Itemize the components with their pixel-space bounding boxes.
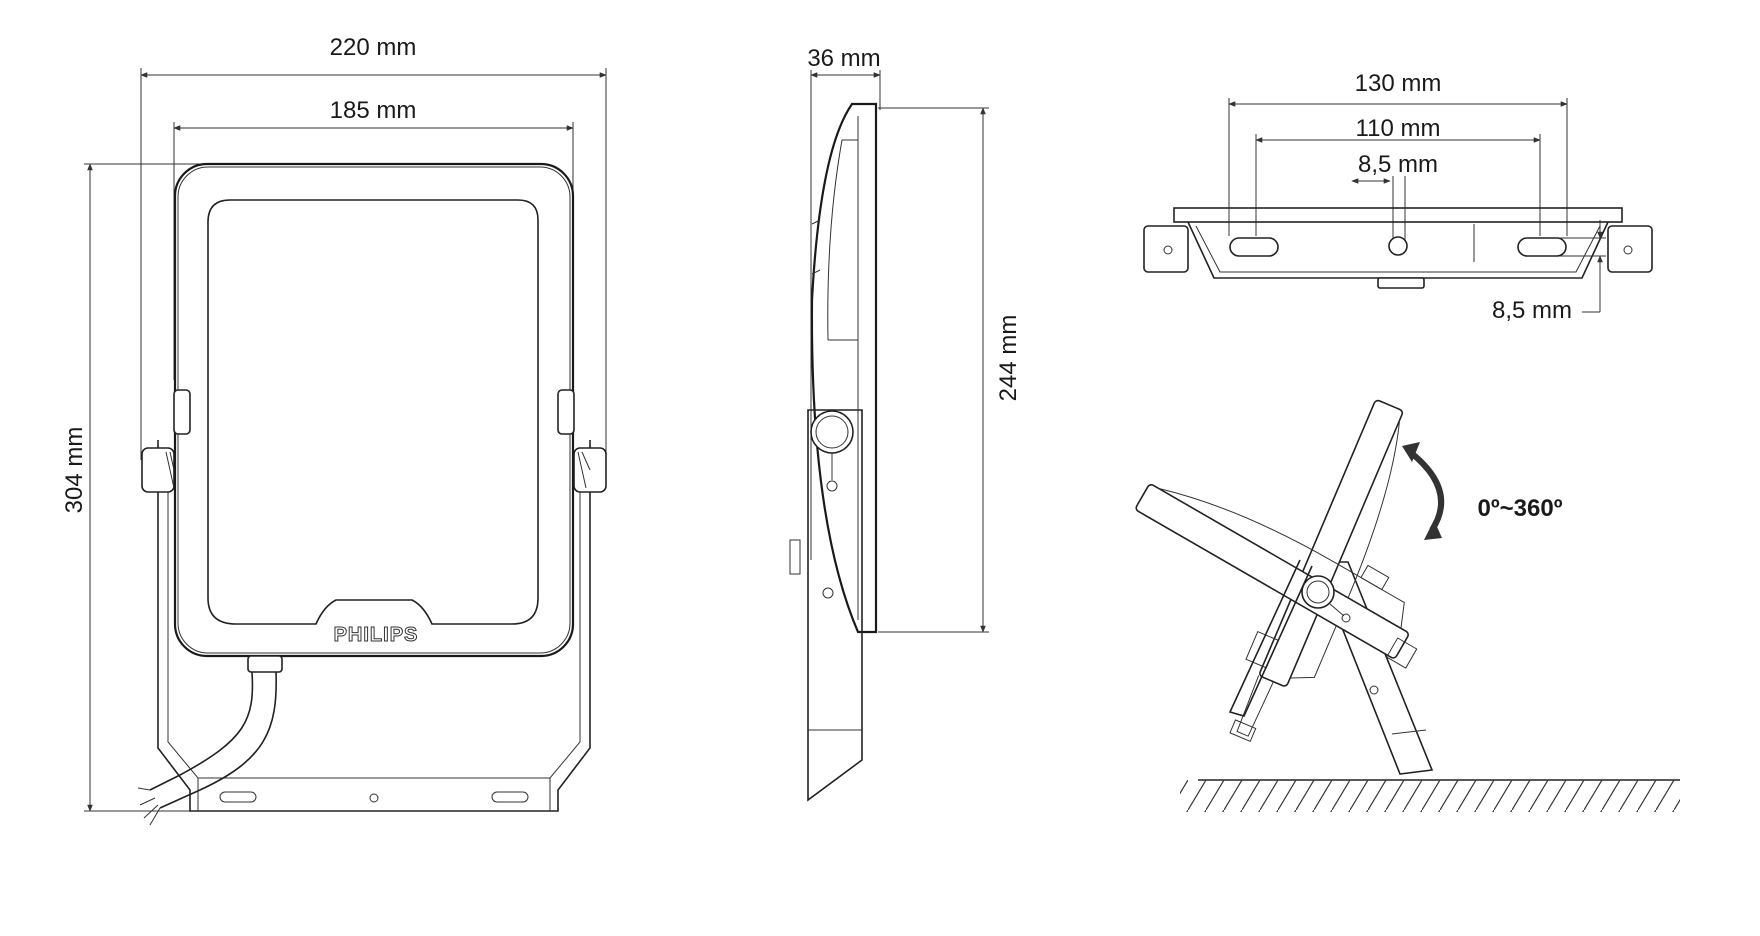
center-hole-label: 8,5 mm [1358, 151, 1438, 178]
lens-area [207, 199, 539, 625]
luminaire-rotated-tilted [1135, 484, 1418, 669]
side-view: 36 mm 244 mm [789, 45, 1022, 802]
width-outer-label: 220 mm [330, 34, 417, 61]
curved-arrow-icon [1402, 442, 1444, 540]
width-inner-label: 185 mm [330, 97, 417, 124]
mounting-bracket [157, 440, 591, 812]
brand-logo: PHILIPS [334, 624, 419, 646]
luminaire-housing [173, 162, 575, 658]
rotation-range-label: 0º~360º [1478, 495, 1563, 522]
bottom-view: 130 mm 110 mm 8,5 mm [1143, 70, 1653, 324]
cable-gland-bottom [1377, 277, 1425, 289]
rotation-view: 0º~360º [1135, 399, 1680, 812]
pivot-knob [810, 410, 854, 454]
side-housing [810, 102, 878, 634]
dimension-depth: 36 mm [807, 45, 881, 560]
mounting-slot-left [1229, 237, 1279, 257]
dimension-height-total: 304 mm [61, 163, 270, 812]
cable-gland [247, 655, 283, 673]
left-knob [141, 447, 175, 493]
height-total-label: 304 mm [61, 427, 88, 514]
hole-spacing-outer-label: 130 mm [1355, 70, 1442, 97]
height-label: 244 mm [995, 315, 1022, 402]
bottom-plate [1173, 207, 1623, 223]
dimension-height: 244 mm [878, 107, 1022, 633]
dimension-slot-height: 8,5 mm [1492, 220, 1606, 324]
hole-spacing-inner-label: 110 mm [1356, 115, 1441, 142]
power-cable [149, 671, 254, 791]
stand-leg-back [1228, 559, 1313, 717]
dimension-width-outer: 220 mm [140, 34, 607, 460]
dimension-hole-spacing-outer: 130 mm [1228, 70, 1568, 236]
depth-label: 36 mm [807, 45, 880, 72]
front-view: 220 mm 185 mm 304 mm [61, 34, 607, 826]
dimension-width-inner: 185 mm [173, 97, 574, 380]
dimension-hole-spacing-inner: 110 mm [1255, 115, 1541, 236]
side-bracket [807, 409, 863, 802]
center-hole [1388, 236, 1408, 256]
slot-height-label: 8,5 mm [1492, 297, 1572, 324]
ground-hatch [1180, 780, 1680, 812]
mounting-slot-right [1517, 237, 1567, 257]
dimension-center-hole: 8,5 mm [1351, 151, 1438, 240]
